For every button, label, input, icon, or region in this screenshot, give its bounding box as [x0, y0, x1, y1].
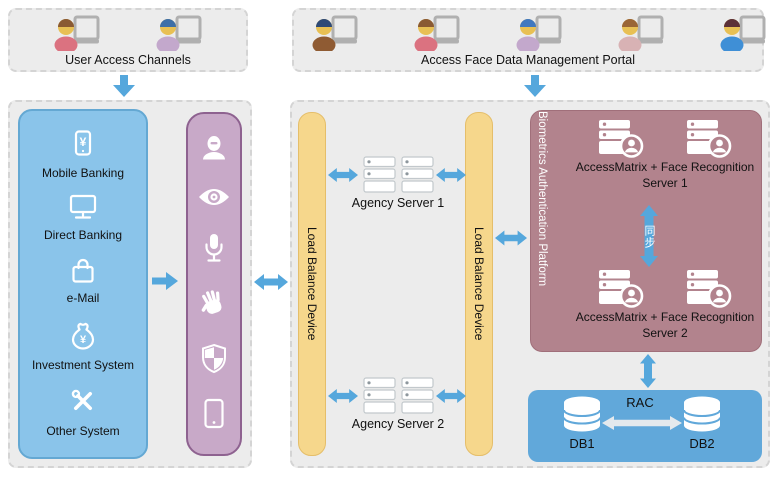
flow-arrow-double-horizontal-icon — [495, 229, 527, 247]
user-at-laptop-icon — [516, 15, 562, 56]
flow-arrow-down-icon — [524, 75, 546, 97]
face-recognition-server-1-group: AccessMatrix + Face Recognition Server 1 — [573, 119, 757, 191]
db-label: DB1 — [569, 436, 595, 451]
direct-banking-icon — [68, 194, 98, 225]
svg-text:¥: ¥ — [80, 135, 87, 149]
db2-group: DB2 — [674, 396, 730, 451]
flow-arrow-double-horizontal-icon — [436, 166, 466, 184]
database-icon — [680, 396, 724, 437]
channel-item-investment: ¥ Investment System — [32, 320, 134, 372]
face-data-management-portal-box: Access Face Data Management Portal — [292, 8, 766, 72]
load-balance-device-left: Load Balance Device — [298, 112, 326, 456]
load-balancer-label: Load Balance Device — [472, 227, 486, 341]
server-user-icons — [573, 119, 757, 159]
server-user-icons — [573, 269, 757, 309]
flow-arrow-double-horizontal-icon — [436, 387, 466, 405]
shield-icon — [200, 343, 228, 379]
platform-title: Biometrics Authentication Platform — [536, 111, 548, 287]
user-at-laptop-icon — [618, 15, 664, 56]
channel-item-other: Other System — [46, 386, 120, 439]
face-recognition-server-2-group: AccessMatrix + Face Recognition Server 2 — [573, 269, 757, 341]
channel-label: e-Mail — [66, 290, 100, 305]
channel-list: ¥ Mobile Banking Direct Banking — [18, 109, 148, 459]
user-access-channels-box: User Access Channels — [8, 8, 248, 72]
load-balance-device-right: Load Balance Device — [465, 112, 493, 456]
users-row — [294, 15, 766, 56]
user-at-laptop-icon — [54, 15, 100, 56]
platform-server-label: AccessMatrix + Face Recognition Server 1 — [575, 160, 755, 190]
sync-arrow-double-vertical-icon — [640, 205, 658, 267]
flow-arrow-double-horizontal-icon — [254, 273, 288, 291]
channel-item-direct-banking: Direct Banking — [44, 194, 122, 242]
agency-server-2-group: Agency Server 2 — [330, 377, 466, 431]
svg-text:¥: ¥ — [80, 334, 87, 346]
flow-arrow-down-icon — [113, 75, 135, 97]
device-icon — [202, 398, 226, 434]
biometric-modality-column — [186, 112, 242, 456]
server-pair-icon — [330, 377, 466, 414]
database-icon — [560, 396, 604, 437]
channel-label: Other System — [46, 424, 120, 439]
sync-label: 同步 — [643, 225, 655, 249]
database-cluster-box: RAC DB1 — [528, 390, 762, 462]
agency-server-1-group: Agency Server 1 — [330, 156, 466, 210]
server-pair-icon — [330, 156, 466, 193]
eye-icon — [198, 186, 230, 213]
agency-server-label: Agency Server 2 — [351, 417, 445, 431]
money-bag-icon: ¥ — [68, 320, 98, 355]
rac-label: RAC — [626, 395, 654, 410]
face-icon — [200, 134, 228, 167]
rac-arrow-double-horizontal-icon — [602, 415, 682, 431]
portal-label: User Access Channels — [65, 53, 191, 67]
flow-arrow-double-horizontal-icon — [328, 387, 358, 405]
flow-arrow-right-icon — [152, 272, 178, 290]
portal-label: Access Face Data Management Portal — [421, 53, 635, 67]
email-bag-icon — [69, 257, 97, 288]
tools-icon — [68, 386, 98, 421]
load-balancer-label: Load Balance Device — [305, 227, 319, 341]
user-at-laptop-icon — [156, 15, 202, 56]
flow-arrow-double-horizontal-icon — [328, 166, 358, 184]
user-at-laptop-icon — [720, 15, 766, 56]
users-row — [10, 15, 246, 56]
db-label: DB2 — [689, 436, 715, 451]
flow-arrow-double-vertical-icon — [640, 354, 656, 388]
mobile-banking-icon: ¥ — [71, 130, 95, 163]
channel-item-mobile-banking: ¥ Mobile Banking — [42, 130, 124, 180]
user-at-laptop-icon — [312, 15, 358, 56]
channel-label: Direct Banking — [43, 228, 123, 243]
biometrics-authentication-platform: Biometrics Authentication Platform — [530, 110, 762, 352]
microphone-icon — [201, 233, 227, 269]
db1-group: DB1 — [554, 396, 610, 451]
channel-label: Mobile Banking — [41, 165, 125, 180]
platform-server-label: AccessMatrix + Face Recognition Server 2 — [575, 310, 755, 340]
agency-server-label: Agency Server 1 — [351, 196, 445, 210]
channel-label: Investment System — [31, 357, 135, 372]
user-at-laptop-icon — [414, 15, 460, 56]
palm-icon — [198, 288, 230, 323]
channel-item-email: e-Mail — [66, 257, 100, 305]
